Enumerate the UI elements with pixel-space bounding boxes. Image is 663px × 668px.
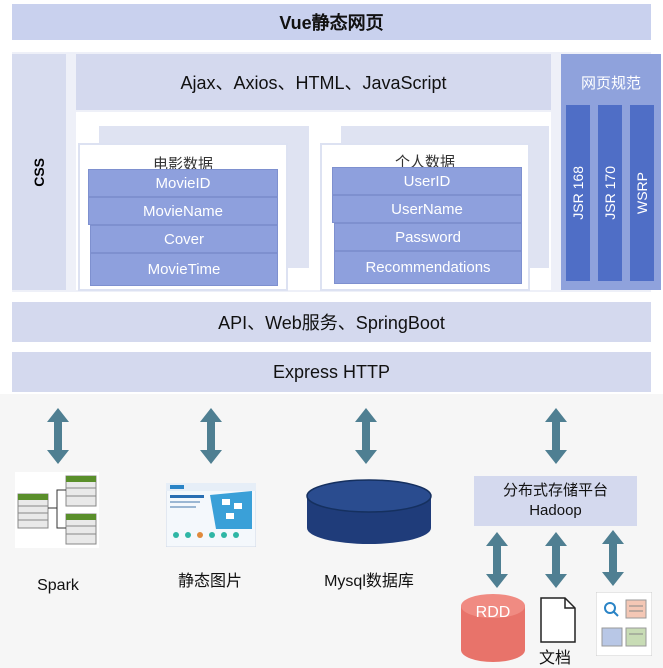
arrow-rdd-icon: [486, 532, 508, 588]
api-layer-label: API、Web服务、SpringBoot: [218, 313, 445, 333]
storage-box: 分布式存储平台 Hadoop: [474, 476, 637, 526]
spark-label: Spark: [37, 577, 79, 594]
movie-table-title: 电影数据: [152, 156, 213, 173]
user-table-title: 个人数据: [394, 154, 455, 171]
movie-field-cover: Cover: [90, 225, 278, 253]
frontend-libs-label: Ajax、Axios、HTML、JavaScript: [180, 73, 447, 93]
spark-icon: [15, 472, 99, 548]
storage-label-line2: Hadoop: [529, 502, 582, 519]
static-image-label: 静态图片: [177, 573, 242, 590]
spec-jsr168: JSR 168: [566, 105, 590, 281]
arrow-spark-icon: [47, 408, 69, 464]
mysql-label: Mysql数据库: [324, 573, 414, 590]
arrow-docs-icon: [545, 532, 567, 588]
user-field-username: UserName: [332, 195, 522, 223]
page-title-band: Vue静态网页: [12, 4, 651, 40]
web-specs-title: 网页规范: [580, 75, 641, 92]
document-icon: [540, 597, 576, 643]
frontend-libs-band: Ajax、Axios、HTML、JavaScript: [76, 54, 551, 110]
http-layer-band: Express HTTP: [12, 352, 651, 392]
files-icon: [596, 592, 652, 656]
arrow-images-icon: [200, 408, 222, 464]
static-image-icon: [166, 483, 256, 547]
spec-wsrp: WSRP: [630, 105, 654, 281]
user-field-userid: UserID: [332, 167, 522, 195]
page-title: Vue静态网页: [279, 13, 384, 33]
rdd-icon: [461, 594, 525, 662]
spec-jsr170: JSR 170: [598, 105, 622, 281]
database-icon: [306, 479, 432, 544]
api-layer-band: API、Web服务、SpringBoot: [12, 302, 651, 342]
arrow-files-icon: [602, 530, 624, 586]
user-field-password: Password: [334, 223, 522, 251]
arrow-storage-icon: [545, 408, 567, 464]
user-field-recommendations: Recommendations: [334, 251, 522, 284]
arrow-mysql-icon: [355, 408, 377, 464]
movie-field-movietime: MovieTime: [90, 253, 278, 286]
rdd-label: RDD: [475, 604, 511, 621]
storage-label-line1: 分布式存储平台: [502, 482, 608, 499]
css-column: CSS: [12, 54, 66, 290]
movie-field-moviename: MovieName: [88, 197, 278, 225]
docs-label: 文档: [538, 650, 571, 667]
movie-field-movieid: MovieID: [88, 169, 278, 197]
http-layer-label: Express HTTP: [272, 361, 391, 382]
css-label: CSS: [31, 157, 47, 187]
